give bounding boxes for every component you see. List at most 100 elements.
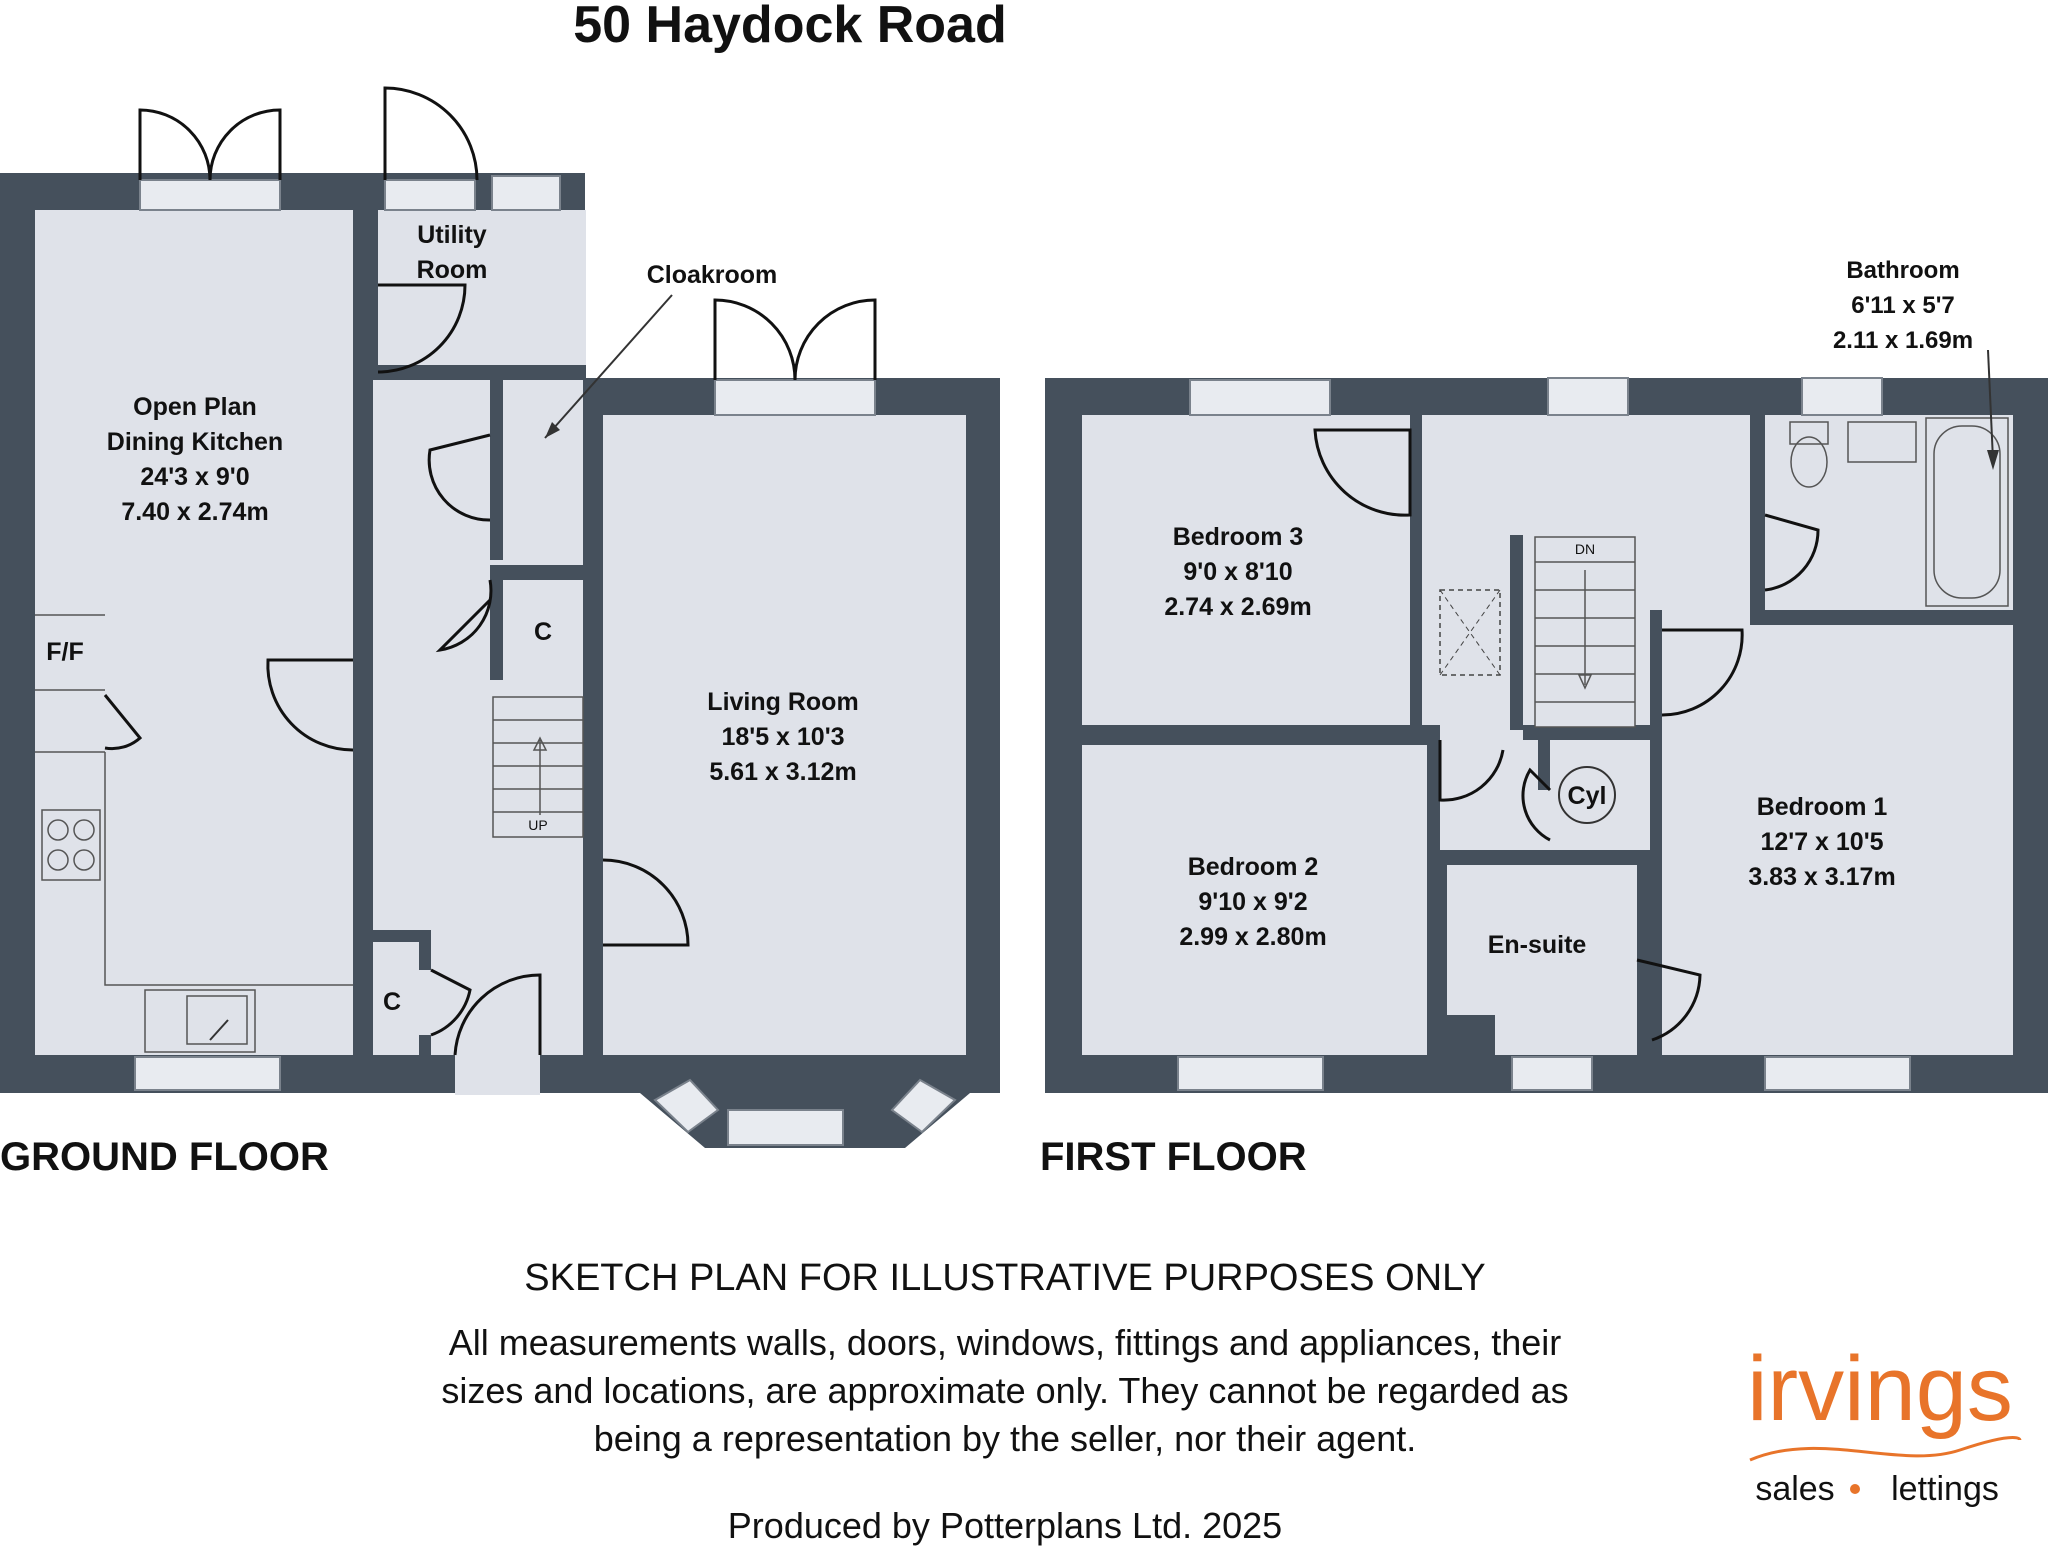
living-door-swing [713, 298, 797, 381]
internal-wall [1750, 415, 1765, 610]
logo-swoosh [1749, 1436, 2022, 1462]
internal-wall [1765, 610, 2013, 625]
bedroom1-window [1764, 1056, 1911, 1091]
bathroom-metric: 2.11 x 1.69m [1833, 327, 1973, 354]
hob-ring-icon [47, 849, 69, 871]
stairs-up-label: UP [528, 817, 547, 833]
disclaimer-heading: SKETCH PLAN FOR ILLUSTRATIVE PURPOSES ON… [524, 1257, 1486, 1299]
internal-wall [1510, 535, 1523, 730]
living-imperial: 18'5 x 10'3 [721, 723, 844, 751]
internal-wall [419, 930, 431, 970]
stairs-down-label: DN [1575, 541, 1595, 557]
kitchen-french-doors [139, 179, 281, 211]
kitchen-name-line1: Open Plan [133, 393, 257, 421]
utility-floor [378, 210, 586, 365]
bath-icon [1925, 417, 2009, 607]
first-floor-label: FIRST FLOOR [1040, 1135, 1307, 1179]
first-floor-plan [1045, 349, 2048, 1093]
tap-icon [209, 1019, 229, 1041]
kitchen-window [134, 1056, 281, 1091]
toilet-cistern-icon [1789, 421, 1829, 445]
internal-wall [1430, 850, 1662, 865]
utility-window [491, 175, 561, 211]
bathroom-arrow-icon [1987, 450, 1999, 470]
sink-bowl-icon [186, 995, 248, 1045]
internal-wall [1538, 740, 1550, 790]
internal-wall [373, 930, 431, 942]
bay-window-front [727, 1109, 844, 1146]
bathroom-window [1801, 377, 1883, 416]
stair-arrow-head-icon [532, 736, 548, 751]
ensuite-label: En-suite [1488, 931, 1587, 959]
living-french-doors [714, 379, 876, 416]
living-door-swing-2 [602, 858, 690, 947]
internal-wall [1430, 865, 1447, 1055]
internal-wall [353, 210, 373, 650]
bathroom-floor [1765, 415, 2013, 610]
cylinder-door [1521, 767, 1552, 842]
sink-icon [144, 989, 256, 1053]
bedroom1-imperial: 12'7 x 10'5 [1760, 828, 1883, 856]
living-name: Living Room [707, 688, 858, 716]
living-door-swing [793, 298, 877, 381]
internal-wall [1410, 415, 1422, 725]
internal-wall [373, 365, 586, 380]
cupboard2-label: C [383, 988, 401, 1016]
living-metric: 5.61 x 3.12m [709, 758, 856, 786]
first-stairs-outline [1534, 536, 1636, 728]
utility-door-swing [383, 86, 479, 181]
bedroom3-door [1313, 428, 1412, 517]
ground-floor-label: GROUND FLOOR [0, 1135, 329, 1179]
ensuite-door [1636, 958, 1702, 1042]
bedroom1-door [1661, 628, 1744, 717]
bedroom2-floor [1082, 745, 1427, 1055]
internal-wall [1082, 725, 1432, 745]
hob-icon [41, 809, 101, 881]
fridge-label: F/F [46, 638, 84, 666]
cloakroom-label: Cloakroom [647, 261, 778, 289]
stairs-outline [492, 696, 584, 838]
irvings-logo: irvings sales lettings [1747, 1338, 2022, 1508]
cloakroom-floor [503, 385, 585, 560]
bedroom1-metric: 3.83 x 3.17m [1748, 863, 1895, 891]
loft-hatch [1439, 589, 1501, 676]
internal-wall [353, 740, 373, 1055]
cylinder-icon [1558, 766, 1616, 824]
utility-door [384, 179, 476, 211]
hob-ring-icon [47, 819, 69, 841]
bathroom-name: Bathroom [1846, 257, 1959, 284]
utility-name-line2: Room [417, 256, 488, 284]
internal-wall [1650, 610, 1662, 1055]
internal-wall [490, 580, 503, 680]
bedroom3-floor [1082, 415, 1410, 725]
internal-wall [1523, 725, 1650, 740]
internal-wall [1427, 745, 1440, 850]
utility-name-line1: Utility [417, 221, 487, 249]
bedroom3-imperial: 9'0 x 8'10 [1183, 558, 1292, 586]
bedroom3-metric: 2.74 x 2.69m [1164, 593, 1311, 621]
logo-dot [1850, 1484, 1860, 1494]
cupboard-floor [503, 580, 585, 680]
stair-arrow-head-icon [1577, 674, 1593, 690]
kitchen-worktop [104, 752, 353, 986]
fridge-door [103, 694, 143, 751]
bedroom3-window [1189, 379, 1331, 416]
bathroom-pointer [1987, 349, 1994, 461]
kitchen-metric: 7.40 x 2.74m [121, 498, 268, 526]
kitchen-name-line2: Dining Kitchen [107, 428, 283, 456]
basin-icon [1847, 421, 1917, 463]
ground-floor-plan [0, 86, 1000, 1148]
logo-tagline-left: sales [1755, 1470, 1834, 1508]
bedroom2-window [1177, 1056, 1324, 1091]
cupboard2-door [430, 968, 472, 1037]
ensuite-floor [1447, 865, 1637, 1015]
bedroom2-metric: 2.99 x 2.80m [1179, 923, 1326, 951]
bathroom-imperial: 6'11 x 5'7 [1851, 292, 1955, 319]
disclaimer-line2: sizes and locations, are approximate onl… [441, 1370, 1568, 1411]
disclaimer-line1: All measurements walls, doors, windows, … [449, 1322, 1562, 1363]
cupboard-door [435, 579, 493, 653]
cupboard2-floor [373, 940, 421, 1055]
internal-wall [490, 565, 585, 580]
hob-ring-icon [73, 819, 95, 841]
